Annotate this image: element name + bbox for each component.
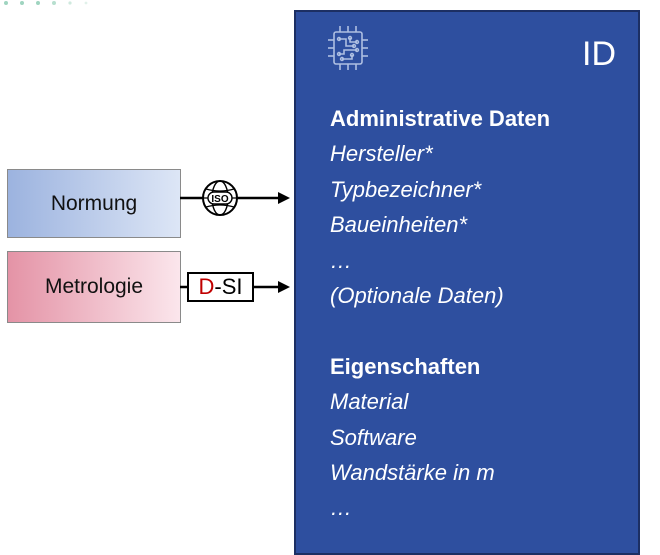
property-item: … — [330, 495, 352, 521]
circuit-chip-icon — [328, 26, 368, 70]
normung-label: Normung — [50, 191, 138, 215]
section-heading-properties: Eigenschaften — [330, 353, 481, 379]
admin-item: Hersteller* — [330, 141, 433, 167]
admin-item: Baueinheiten* — [330, 212, 468, 238]
svg-text:ISO: ISO — [211, 194, 228, 205]
dsi-prefix: D — [198, 274, 215, 299]
id-content: Administrative Daten Hersteller* Typbeze… — [330, 101, 630, 526]
normung-arrow: ISO — [180, 180, 290, 216]
property-item: Software — [330, 424, 417, 450]
property-item: Material — [330, 389, 409, 415]
metrologie-box: Metrologie — [7, 251, 181, 323]
dsi-badge: D-SI — [187, 272, 254, 302]
section-spacer — [330, 313, 630, 348]
id-panel: ID Administrative Daten Hersteller* Typb… — [294, 10, 640, 555]
iso-globe-icon: ISO — [202, 180, 238, 216]
normung-box: Normung — [7, 169, 181, 238]
dsi-suffix: -SI — [214, 274, 243, 299]
property-item: Wandstärke in m — [330, 459, 495, 485]
admin-item: Typbezeichner* — [330, 176, 482, 202]
id-title: ID — [582, 35, 616, 73]
metrologie-label: Metrologie — [44, 275, 144, 298]
admin-item: … — [330, 247, 352, 273]
admin-item: (Optionale Daten) — [330, 282, 504, 308]
corner-decoration — [4, 1, 88, 5]
section-heading-admin: Administrative Daten — [330, 106, 551, 131]
